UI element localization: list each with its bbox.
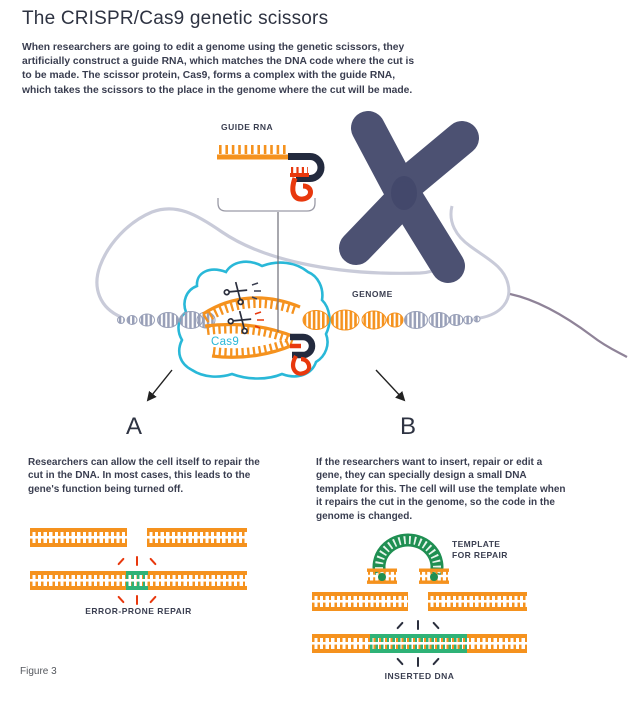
- cas9-label: Cas9: [211, 336, 240, 348]
- thread-tail: [509, 292, 628, 358]
- scissors-icon: [223, 281, 248, 306]
- guide-rna-label: GUIDE RNA: [221, 122, 274, 132]
- dna-helix: [117, 309, 481, 331]
- error-prone-insert: [126, 571, 148, 590]
- dna-ladder-cut-left: [312, 592, 408, 611]
- cut-marks: [251, 282, 264, 329]
- opened-dna-strands: [202, 296, 301, 359]
- spark-marks: [117, 551, 157, 566]
- template-for-repair-label: TEMPLATE FOR REPAIR: [452, 539, 508, 561]
- guide-rna-bracket: [217, 198, 316, 212]
- cas9-protein-outline: [177, 260, 331, 380]
- intro-paragraph: When researchers are going to edit a gen…: [22, 42, 415, 96]
- section-b-text: If the researchers want to insert, repai…: [316, 457, 566, 522]
- dna-ladder-repaired: [30, 571, 247, 590]
- emphasis-marks: [396, 657, 440, 672]
- inserted-dna-segment: [370, 634, 467, 653]
- chromatin-thread: [95, 205, 628, 358]
- chromosome-centromere: [391, 176, 417, 210]
- page-title: The CRISPR/Cas9 genetic scissors: [22, 8, 329, 29]
- dna-ladder-with-insert: [312, 634, 527, 653]
- section-a-caption: ERROR-PRONE REPAIR: [85, 606, 192, 616]
- arrow-to-a: [146, 369, 173, 402]
- genome-label: GENOME: [352, 289, 393, 299]
- dna-ladder-cut-right: [147, 528, 247, 547]
- guide-rna-hairpin-small: [290, 333, 316, 376]
- scissors-icon: [227, 310, 252, 335]
- emphasis-marks: [396, 615, 440, 630]
- repair-template-illustration: [367, 533, 449, 584]
- section-a-heading: A: [125, 413, 142, 440]
- section-b-caption: INSERTED DNA: [384, 671, 455, 681]
- arrow-to-b: [375, 369, 406, 402]
- section-a-text: Researchers can allow the cell itself to…: [28, 457, 260, 495]
- figure-number: Figure 3: [20, 666, 57, 677]
- chromosome: [339, 111, 479, 283]
- genome-orange-segment: [302, 310, 330, 330]
- section-b-heading: B: [399, 413, 416, 440]
- dna-ladder-cut-left: [30, 528, 127, 547]
- dna-ladder-cut-right: [428, 592, 527, 611]
- guide-rna-structure: [217, 145, 325, 202]
